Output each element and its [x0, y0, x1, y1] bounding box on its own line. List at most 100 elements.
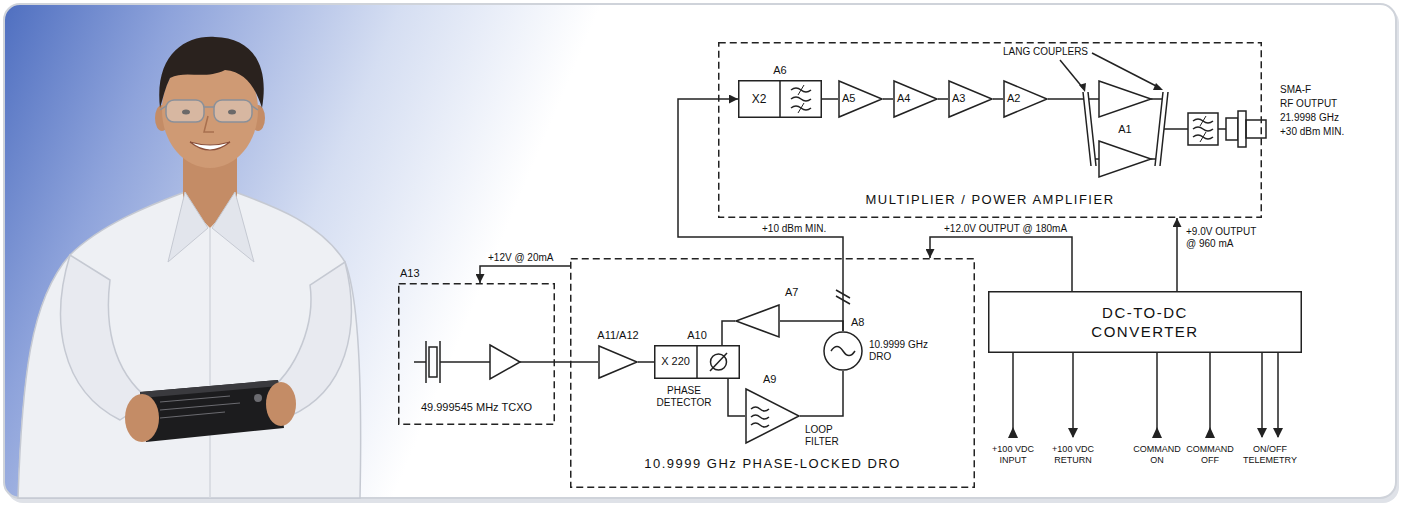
amplifier-triangle-outline [736, 305, 779, 337]
module-box: MULTIPLIER / POWER AMPLIFIERA6X2A5A4A3A2… [718, 42, 1262, 218]
part-number: A2 [1007, 92, 1029, 105]
block-label: DC-TO-DC CONVERTER [1075, 303, 1215, 341]
circuit-symbols [1193, 119, 1213, 139]
amplifier-triangle: A2 [1003, 80, 1048, 118]
circuit-symbols [490, 345, 520, 379]
part-number: A10 [682, 329, 712, 342]
arrowhead [1008, 83, 1283, 438]
circuit-symbols [1188, 113, 1218, 145]
output-spec: SMA-F [1280, 84, 1311, 96]
circuit-symbols [751, 407, 769, 427]
circuit-symbols [791, 88, 811, 110]
phase-detector-box: A10X 220PHASE DETECTOR [654, 345, 740, 379]
oscillator-circle-outline [824, 332, 862, 370]
signal-name: ON/OFF TELEMETRY [1241, 444, 1299, 466]
oscillator-module: A1349.999545 MHz TCXO [398, 283, 555, 425]
oscillator-circle-outline [823, 331, 863, 371]
arrowhead [1008, 427, 1018, 438]
circuit-symbols [414, 361, 426, 363]
circuit-symbols [1060, 60, 1083, 88]
circuit-symbols [1072, 353, 1074, 437]
module-title: 10.9999 GHz PHASE-LOCKED DRO [570, 456, 975, 471]
circuit-symbols [1151, 98, 1162, 100]
engineer-photo [190, 142, 230, 150]
circuit-symbols [1083, 92, 1096, 166]
multiplier-box-outline [739, 81, 822, 118]
block-caption: PHASE DETECTOR [652, 385, 716, 409]
phase-detector-box-outline [655, 346, 740, 379]
signal-wire [822, 98, 838, 100]
engineer-photo [266, 382, 296, 426]
circuit-symbols [1156, 353, 1158, 437]
amplifier-triangle-outline [598, 345, 638, 379]
engineer-photo [166, 100, 204, 122]
amplifier-triangle-outline [599, 346, 637, 378]
part-number: A11/A12 [590, 329, 646, 342]
converter-box-outline [988, 291, 1302, 353]
arrowhead [1257, 428, 1267, 438]
module-box-outline [719, 43, 1262, 218]
circuit-symbols [696, 345, 698, 379]
converter-box-outline [989, 292, 1302, 353]
circuit-symbols [429, 347, 437, 377]
block-caption: LOOP FILTER [805, 424, 849, 448]
circuit-symbols [520, 361, 555, 363]
part-number: A13 [400, 267, 430, 280]
circuit-symbols [1226, 118, 1238, 140]
amplifier-triangle: A4 [893, 80, 938, 118]
arrowhead [1079, 83, 1086, 92]
converter-box-outline [989, 292, 1302, 353]
supply-label: +12.0V OUTPUT @ 180mA [942, 223, 1069, 235]
loop-filter-triangle-outline [746, 389, 799, 443]
circuit-symbols [1218, 128, 1226, 130]
amplifier-triangle-outline [736, 305, 779, 337]
circuit-symbols [1099, 81, 1151, 117]
supply-label: +12V @ 20mA [486, 252, 555, 264]
amplifier-triangle-outline [949, 81, 992, 117]
amplifier-triangle: A7 [735, 304, 780, 338]
circuit-symbols [1012, 353, 1014, 437]
part-number: A7 [785, 286, 805, 299]
module-box-outline [571, 259, 975, 488]
signal-wire [938, 98, 948, 100]
circuit-symbols [1092, 53, 1160, 88]
signal-wire [728, 379, 745, 416]
engineer-photo [254, 394, 262, 402]
arrowhead [1152, 427, 1162, 438]
signal-wire [480, 266, 570, 283]
amplifier-triangle: A5 [838, 80, 883, 118]
oscillator-circle: A810.9999 GHz DRO [823, 331, 863, 371]
circuit-symbols [779, 80, 781, 118]
amplifier-triangle-outline [735, 304, 780, 338]
signal-wire [1176, 218, 1178, 291]
engineer-photo [214, 100, 252, 122]
signal-wire [930, 237, 1072, 291]
signal-name: +100 VDC RETURN [1048, 444, 1098, 466]
part-number: A1 [1110, 123, 1140, 136]
output-spec: +30 dBm MIN. [1280, 126, 1344, 138]
signal-name: COMMAND OFF [1185, 444, 1235, 466]
block-label: X 220 [654, 355, 697, 368]
loop-filter-triangle-outline [745, 388, 800, 444]
multiplier-box-outline [739, 81, 822, 118]
circuit-symbols [1164, 128, 1188, 130]
oscillator-circle-outline [824, 332, 862, 370]
circuit-symbols [1209, 353, 1211, 437]
circuit-symbols [414, 53, 1278, 437]
part-number: A9 [763, 373, 783, 386]
oscillator-module-outline [399, 284, 555, 425]
engineer-photo [18, 192, 361, 498]
engineer-photo [160, 396, 240, 418]
circuit-symbols [1261, 353, 1263, 437]
signal-wire [678, 99, 843, 331]
module-box-outline [718, 42, 1262, 218]
engineer-photo [140, 380, 284, 442]
amplifier-triangle-outline [1004, 81, 1047, 117]
engineer-photo [209, 228, 211, 498]
circuit-symbols [711, 354, 727, 370]
